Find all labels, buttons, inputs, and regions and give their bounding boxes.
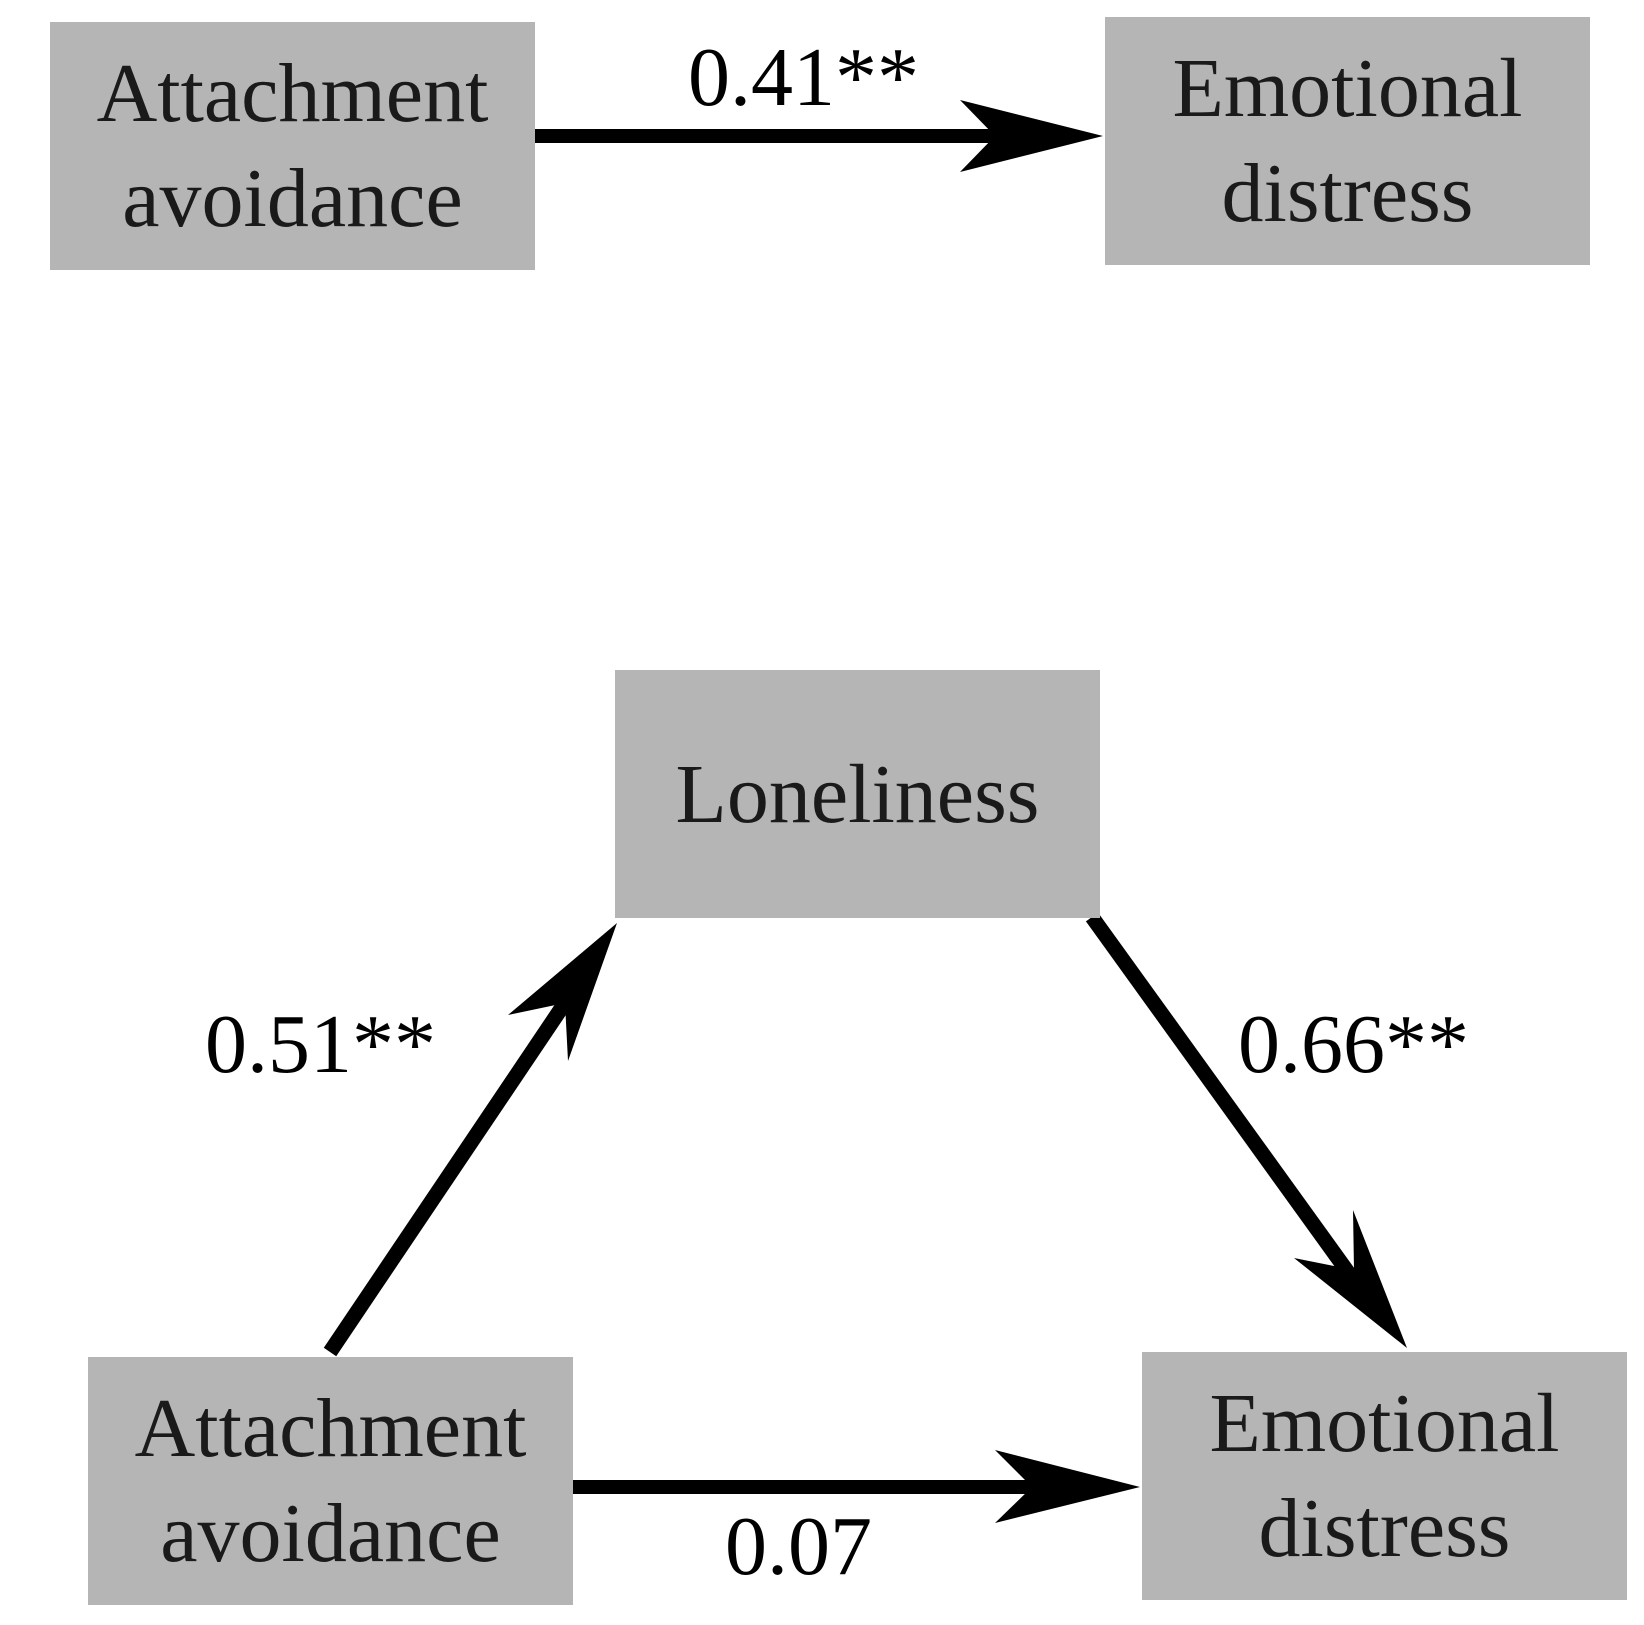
node-emotional-distress-bottom: Emotional distress — [1142, 1352, 1627, 1600]
node-label-line1: Emotional — [1209, 1377, 1560, 1470]
node-emotional-distress-top: Emotional distress — [1105, 17, 1590, 265]
coef-path-b: 0.66** — [1238, 998, 1469, 1091]
node-loneliness: Loneliness — [615, 670, 1100, 918]
node-attachment-avoidance-top: Attachment avoidance — [50, 22, 535, 270]
node-label: Loneliness — [675, 747, 1040, 841]
coef-direct-effect: 0.07 — [725, 1500, 872, 1593]
arrow-direct-effect — [572, 1450, 1140, 1523]
arrow-path-b — [1085, 912, 1407, 1348]
node-label-line1: Attachment — [134, 1382, 527, 1475]
node-label-line1: Emotional — [1172, 42, 1523, 135]
node-label-line2: distress — [1258, 1482, 1511, 1575]
node-label-line1: Attachment — [96, 47, 489, 140]
coef-path-a: 0.51** — [205, 998, 436, 1091]
node-label-line2: avoidance — [122, 152, 463, 245]
node-label-line2: avoidance — [160, 1487, 501, 1580]
coef-total-effect: 0.41** — [688, 31, 919, 124]
node-attachment-avoidance-bottom: Attachment avoidance — [88, 1357, 573, 1605]
node-label-line2: distress — [1221, 147, 1474, 240]
arrow-total-effect — [535, 100, 1103, 172]
arrow-path-a — [323, 923, 617, 1357]
